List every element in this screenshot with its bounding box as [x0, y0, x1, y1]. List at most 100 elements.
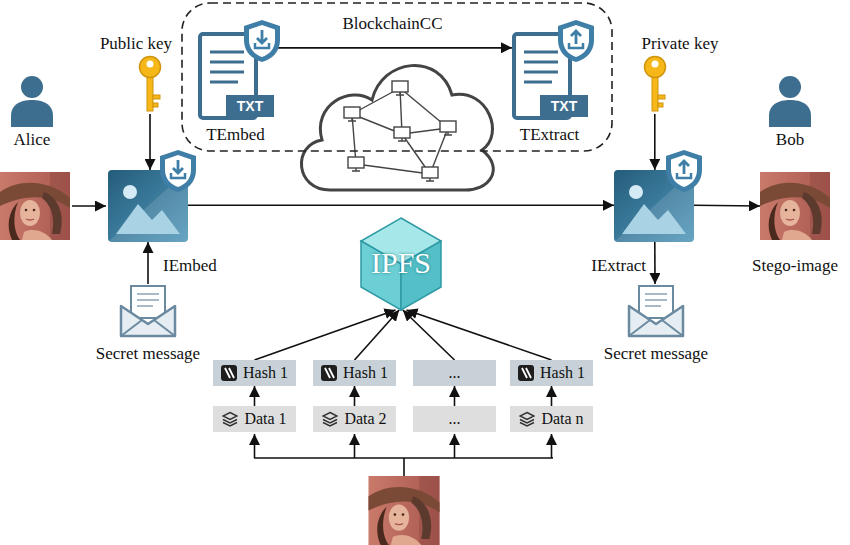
- envelope-icon-part: [629, 320, 683, 336]
- embed-shield-part: [165, 155, 191, 187]
- node-label: Secret message: [78, 344, 218, 364]
- document-icon-part: [524, 52, 558, 82]
- person-icon: [765, 75, 815, 127]
- extract-shield-part: [666, 150, 702, 192]
- edge-label: BlockchainCC: [313, 14, 473, 34]
- split-bus-part: [551, 434, 553, 458]
- source-image: [368, 476, 439, 545]
- arrow-connector: [254, 386, 256, 406]
- data-layers-icon-part: [323, 423, 337, 427]
- hash-box: ...: [413, 360, 496, 386]
- arrow-connector: [551, 386, 553, 406]
- data-layers-icon-part: [223, 413, 237, 420]
- extract-shield-part: [558, 20, 594, 62]
- arrow-connector: [654, 114, 656, 170]
- arrow-connector: [407, 310, 552, 360]
- embed-shield-part: [160, 150, 196, 192]
- node-label: Bob: [750, 130, 830, 150]
- receiver-person: Bob: [765, 75, 815, 150]
- stego-image: Stego-image: [760, 172, 830, 240]
- box-label: Hash 1: [243, 364, 288, 382]
- arrow-connector: [149, 114, 151, 170]
- document-icon-part: [226, 95, 274, 117]
- network-computers: [344, 81, 456, 181]
- embed-shield-part: [249, 25, 275, 57]
- key-icon-part: [658, 95, 665, 99]
- embed-shield-part: [173, 160, 183, 173]
- hash-box: Hash 1: [510, 360, 593, 386]
- node-label: IExtract: [574, 256, 646, 276]
- embed-shield: [158, 148, 198, 194]
- extract-shield-part: [571, 31, 581, 44]
- hash-icon-part: [522, 368, 531, 378]
- stego-picture: [760, 172, 830, 240]
- split-bus-part: [254, 458, 553, 476]
- data-layers-icon-part: [223, 423, 237, 427]
- data-box: Data 2: [313, 406, 396, 432]
- public-key: Public key: [88, 34, 184, 114]
- data-layers-icon: [322, 411, 338, 427]
- extract-shield-part: [563, 25, 589, 57]
- document-icon-part: [210, 52, 244, 82]
- envelope-icon-part: [639, 286, 673, 318]
- envelope-icon: [627, 284, 685, 338]
- hash-icon: [221, 365, 237, 381]
- arrow-connector: [273, 47, 512, 49]
- envelope-icon: [119, 284, 177, 338]
- hash-icon-part: [325, 368, 334, 378]
- key-icon-part: [645, 57, 666, 78]
- key-icon-part: [652, 75, 658, 111]
- cover-arrow: [72, 205, 106, 207]
- node-label: Private key: [620, 34, 740, 54]
- box-label: ...: [449, 364, 461, 382]
- person-icon-part: [11, 100, 53, 127]
- node-label: Stego-image: [738, 256, 850, 276]
- private-key: Private key: [620, 34, 740, 114]
- network-links-part: [356, 164, 430, 174]
- key-icon-part: [658, 103, 663, 107]
- network-computers-part: [392, 81, 408, 95]
- network-computers-part: [394, 127, 410, 141]
- node-label: IPFS: [355, 246, 447, 280]
- image-extract: IExtract: [614, 170, 694, 242]
- data-box: Data n: [510, 406, 593, 432]
- arrow-connector: [654, 242, 656, 284]
- image-icon-part: [116, 204, 180, 234]
- sender-person: Alice: [7, 75, 57, 150]
- stego-picture-part: [760, 172, 830, 240]
- extract-shield-part: [671, 155, 697, 187]
- data-layers-icon-part: [520, 423, 534, 427]
- cloud-network: [301, 65, 493, 190]
- envelope-icon-part: [137, 294, 159, 306]
- box-label: Data 2: [344, 410, 386, 428]
- hash-box: Hash 1: [213, 360, 296, 386]
- split-bus-part: [254, 434, 256, 458]
- extract-shield: [556, 18, 596, 64]
- data-box: Data 1: [213, 406, 296, 432]
- person-icon-part: [21, 76, 43, 98]
- node-label: Public key: [88, 34, 184, 54]
- person-icon: [7, 75, 57, 127]
- image-icon-part: [622, 204, 686, 234]
- key-icon-part: [652, 61, 659, 68]
- split-bus-part: [354, 434, 356, 458]
- envelope-icon-part: [629, 306, 683, 336]
- network-computers-part: [344, 107, 360, 121]
- node-label: TExtract: [500, 125, 599, 145]
- data-layers-icon-part: [223, 420, 237, 424]
- hash-icon-part: [321, 365, 337, 381]
- key-icon-part: [147, 75, 153, 111]
- node-label: IEmbed: [163, 256, 243, 276]
- network-computers-part: [440, 121, 456, 135]
- network-computers-part: [422, 167, 438, 181]
- envelope-icon-part: [121, 320, 175, 336]
- image-embed: IEmbed: [108, 170, 188, 242]
- envelope-icon-part: [121, 306, 175, 336]
- blockchain-dashed-region: [182, 3, 612, 151]
- hash-icon: [518, 365, 534, 381]
- key-icon-part: [153, 95, 160, 99]
- box-label: ...: [449, 410, 461, 428]
- arrow-connector: [355, 310, 400, 360]
- hash-icon-part: [518, 365, 534, 381]
